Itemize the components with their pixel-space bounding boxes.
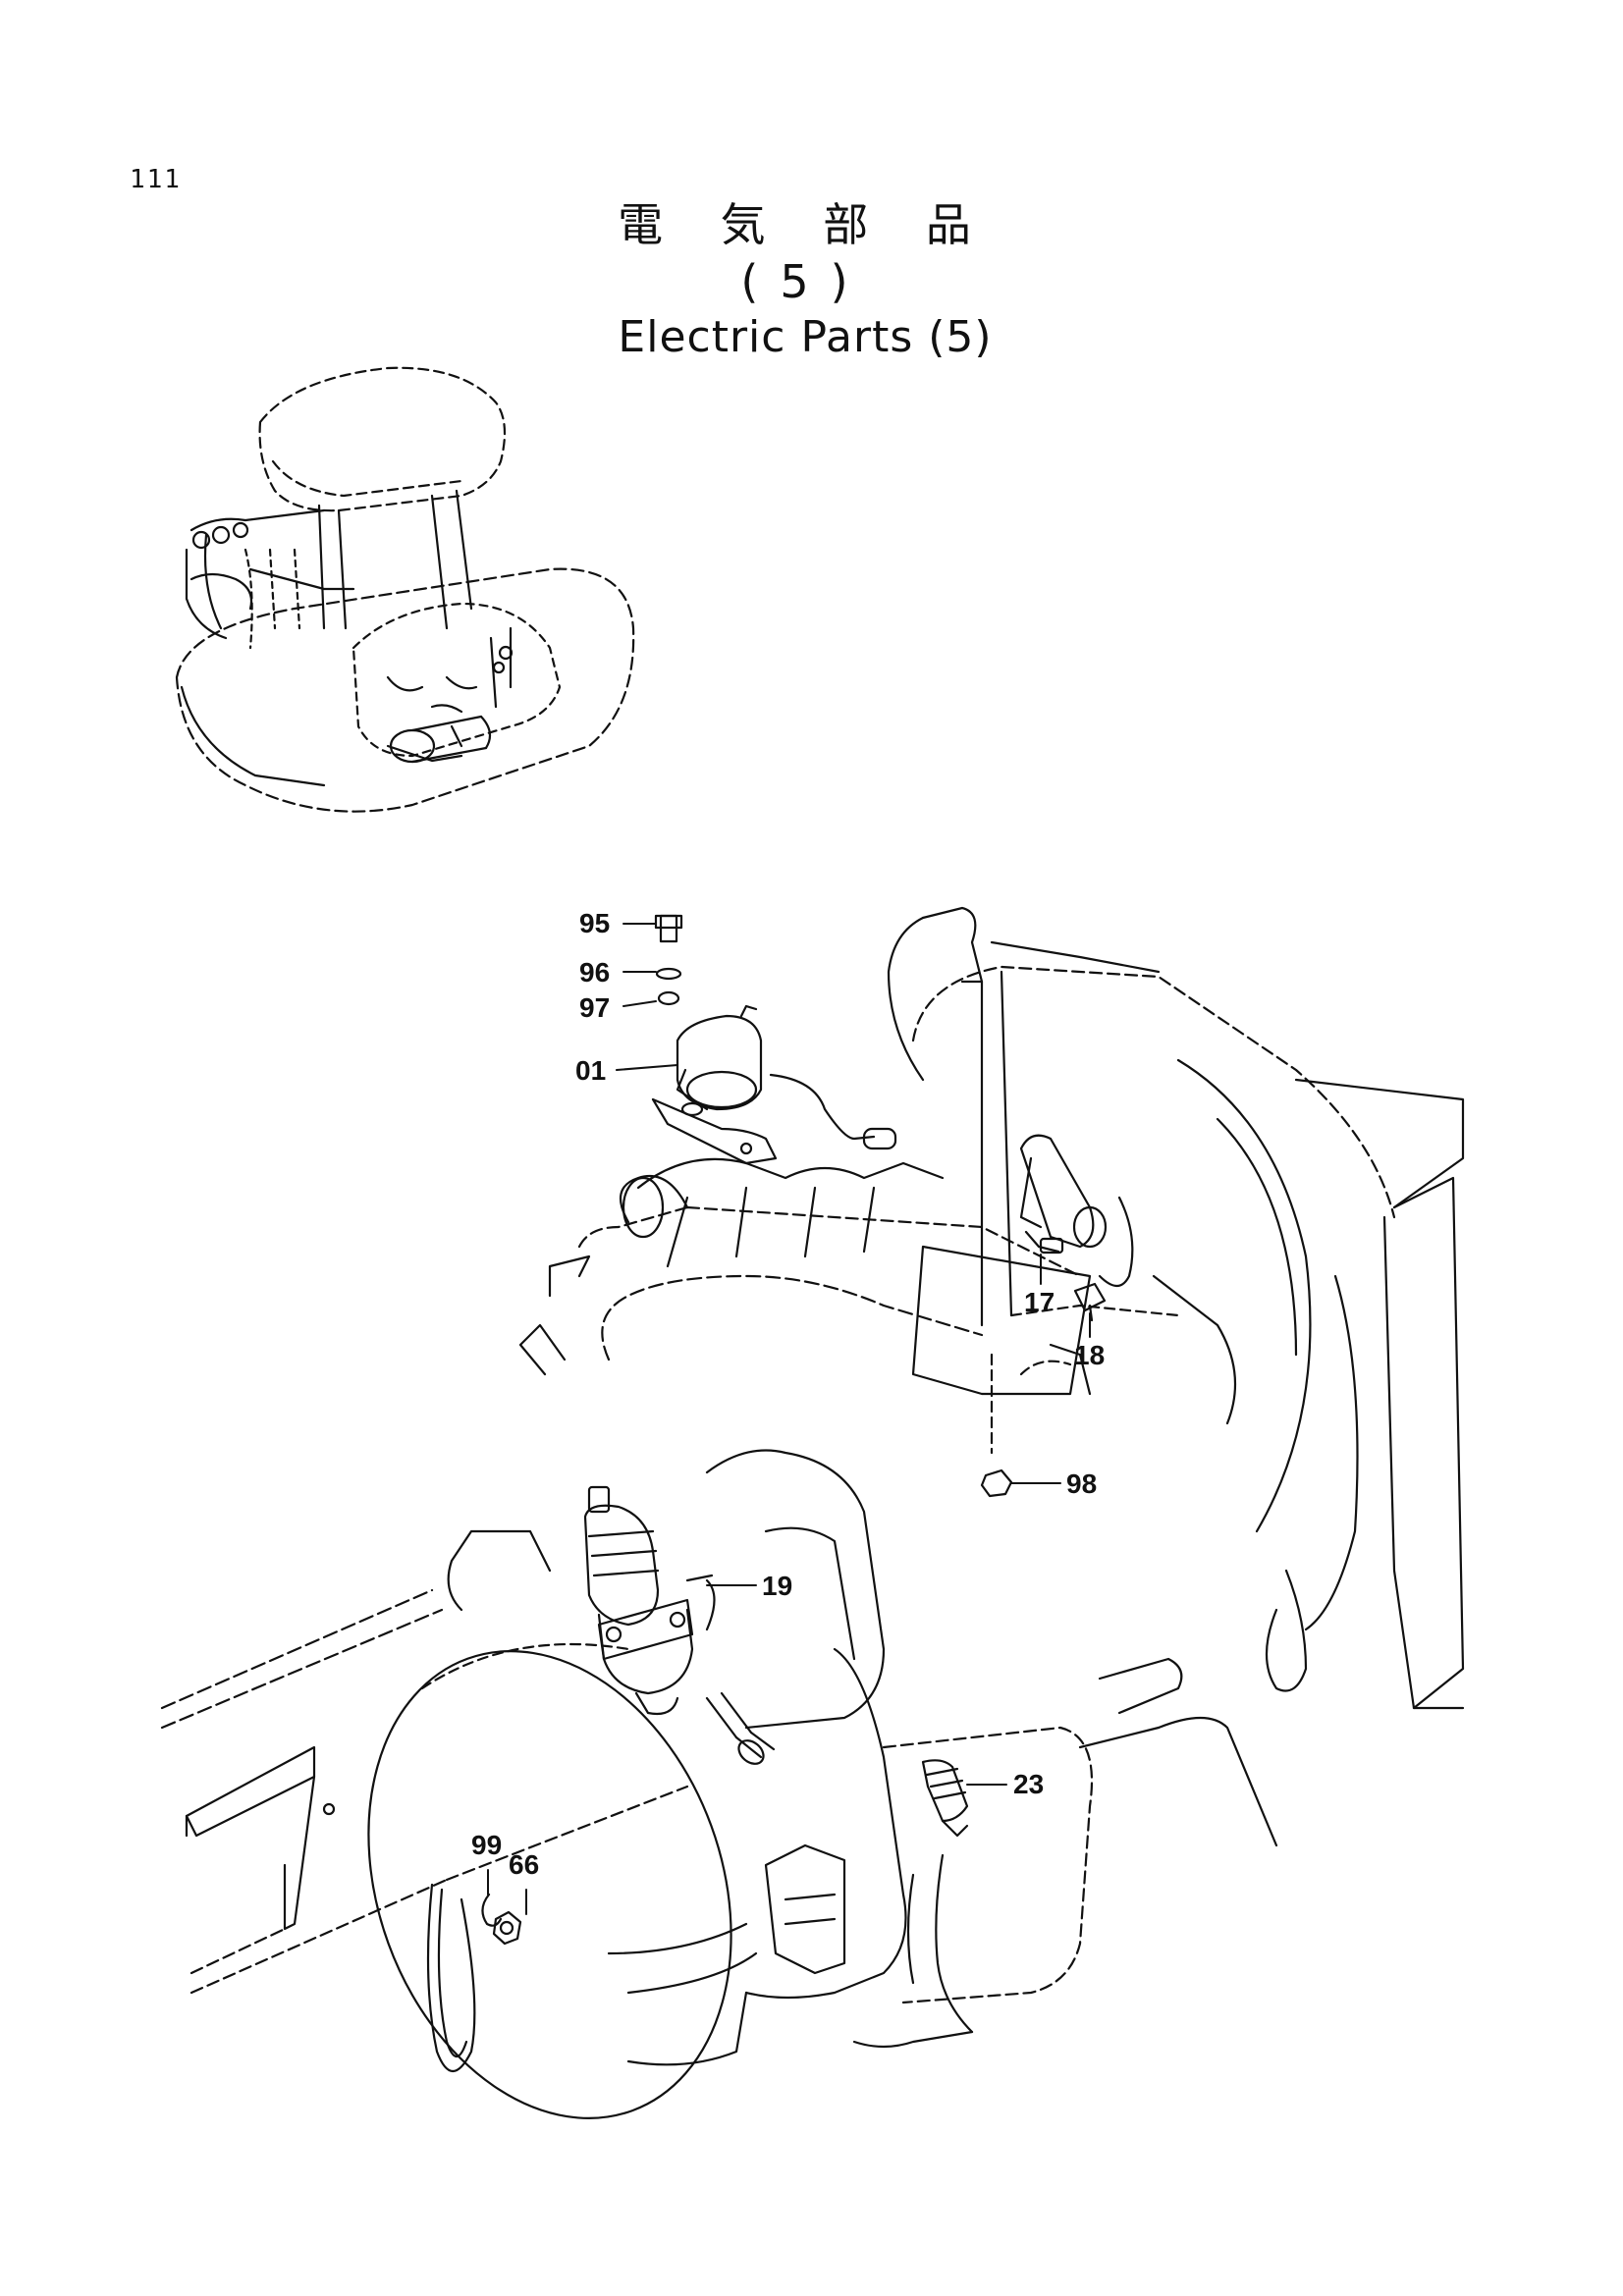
part-18-switch [1073,1282,1107,1322]
page-number: 111 [130,165,182,194]
part-19-stop-solenoid [583,1485,776,1765]
callout-96: 96 [579,957,611,988]
callout-leaders [487,923,1091,1915]
callout-66: 66 [509,1849,540,1880]
title-english: Electric Parts (5) [618,312,993,362]
machine-overview-illustration [175,366,635,813]
title-block: 電 気 部 品 (5) Electric Parts (5) [550,196,1060,365]
part-99-washer [481,1893,503,1927]
part-17-sensor [1024,1230,1064,1255]
callout-99: 99 [471,1830,503,1860]
part-66-nut [492,1910,522,1946]
callout-18: 18 [1074,1340,1106,1370]
callout-19: 19 [762,1571,793,1601]
callout-01: 01 [575,1055,607,1086]
part-98-nut [980,1468,1013,1498]
engine-assembly-illustration [160,906,1465,2119]
callout-98: 98 [1066,1468,1098,1499]
part-23-sender [921,1759,969,1838]
part-01-solenoid [651,914,897,1165]
title-japanese: 電 気 部 品 (5) [618,198,993,308]
callout-17: 17 [1024,1287,1055,1317]
callout-97: 97 [579,992,611,1023]
callout-23: 23 [1013,1769,1045,1799]
callout-95: 95 [579,908,611,938]
